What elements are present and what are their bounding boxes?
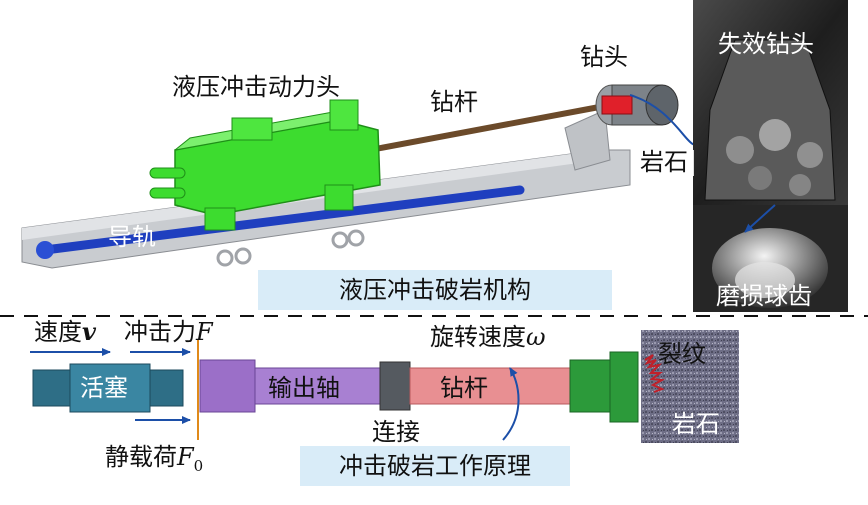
upper-drill-rod [367, 102, 613, 153]
failed-bit-photo [693, 0, 848, 205]
label-piston: 活塞 [80, 374, 128, 402]
photo-link-arrow [744, 204, 776, 233]
lower-principle: 速度v 冲击力F 活塞 输出轴 钻杆 旋转速度ω 裂纹 岩石 连接 [30, 317, 739, 486]
label-failed-bit: 失效钻头 [718, 30, 814, 58]
label-guide-rail: 导轨 [108, 223, 156, 251]
connection-sleeve [379, 361, 411, 411]
label-impact-force: 冲击力F [124, 318, 214, 346]
rail-end-support [564, 109, 611, 171]
label-drill-bit: 钻头 [580, 43, 628, 71]
lug [347, 229, 365, 247]
lower-drill-rod [409, 367, 571, 405]
lug [331, 231, 349, 249]
worn-button-photo [693, 205, 848, 312]
upper-banner [258, 270, 612, 310]
label-output-shaft: 输出轴 [268, 374, 340, 402]
rotation-arrow [502, 367, 520, 441]
guide-rod-end [36, 241, 54, 259]
label-velocity: 速度v [34, 317, 97, 346]
hydraulic-power-head [149, 99, 381, 231]
lower-banner-title: 冲击破岩工作原理 [339, 452, 531, 480]
label-drill-rod: 钻杆 [430, 88, 478, 116]
label-worn-button: 磨损球齿 [716, 282, 812, 310]
label-drill-rod-lower: 钻杆 [440, 374, 488, 402]
label-static-load: 静载荷F0 [105, 443, 203, 475]
label-connection: 连接 [372, 418, 420, 446]
lower-banner [300, 446, 570, 486]
upper-drill-bit [595, 84, 679, 126]
label-crack: 裂纹 [658, 340, 706, 368]
label-power-head: 液压冲击动力头 [172, 73, 340, 101]
upper-mechanism: 液压冲击动力头 钻杆 钻头 失效钻头 岩石 导轨 磨损球齿 液压冲击破岩机构 [21, 0, 848, 312]
lower-bit-head [609, 351, 639, 423]
rock-label-bg [652, 150, 694, 176]
output-shaft-head [199, 359, 256, 413]
crack-lines [644, 354, 666, 393]
piston-head [69, 363, 151, 413]
lug [234, 247, 252, 265]
lower-bit-shank [569, 359, 611, 413]
lug [216, 249, 234, 267]
guide-rod [40, 185, 525, 255]
label-rock-lower: 岩石 [672, 410, 720, 438]
label-rock-upper: 岩石 [640, 148, 688, 176]
upper-banner-title: 液压冲击破岩机构 [339, 276, 531, 304]
label-rotation-speed: 旋转速度ω [430, 323, 546, 351]
